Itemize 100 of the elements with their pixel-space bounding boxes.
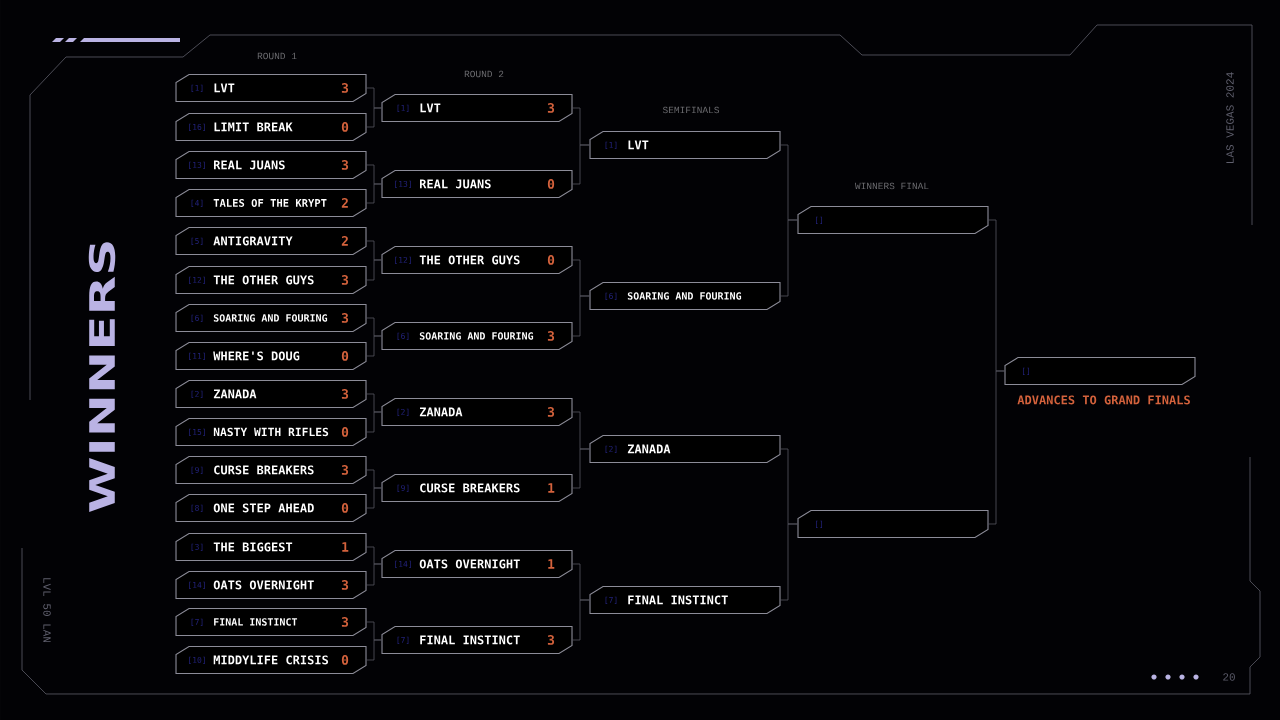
team-name: ONE STEP AHEAD: [213, 503, 314, 513]
bracket-connector: [571, 599, 591, 641]
seed-number: [10]: [189, 656, 205, 664]
page-number: 20: [1223, 673, 1235, 681]
seed-number: [15]: [189, 428, 205, 436]
seed-number: [1]: [605, 141, 617, 149]
team-name: TALES OF THE KRYPT: [213, 198, 327, 207]
team-name: SOARING AND FOURING: [419, 332, 534, 340]
round-heading: ROUND 2: [464, 70, 504, 78]
score: 1: [548, 483, 555, 493]
score: 3: [341, 160, 349, 170]
seed-number: [6]: [397, 332, 409, 340]
bracket-connector: [571, 448, 591, 489]
seed-number: [1]: [397, 104, 409, 112]
score: 3: [341, 580, 349, 590]
seed-number: [13]: [395, 180, 411, 188]
score: 3: [341, 617, 349, 627]
vertical-text: LAS VEGAS 2024: [1226, 72, 1234, 163]
bracket-connector: [365, 259, 383, 281]
team-name: LVT: [214, 83, 235, 93]
team-name: THE OTHER GUYS: [213, 275, 314, 285]
team-name: ZANADA: [213, 389, 257, 399]
seed-number: [2]: [397, 408, 409, 416]
score: 3: [547, 331, 555, 341]
seed-number: [8]: [191, 504, 203, 512]
team-name: SOARING AND FOURING: [213, 314, 328, 322]
team-name: CURSE BREAKERS: [420, 483, 520, 493]
score: 1: [548, 559, 555, 569]
round-heading: ROUND 1: [257, 52, 297, 60]
score: 3: [547, 103, 555, 113]
seed-number: []: [816, 520, 822, 528]
team-name: THE BIGGEST: [213, 542, 293, 552]
team-name: THE OTHER GUYS: [419, 255, 520, 265]
score: 2: [341, 236, 348, 246]
score: 3: [341, 275, 349, 285]
team-name: WHERE'S DOUG: [213, 351, 300, 361]
seed-number: []: [1023, 367, 1029, 375]
seed-number: [11]: [189, 352, 205, 360]
seed-number: [6]: [605, 292, 617, 300]
team-name: SOARING AND FOURING: [627, 292, 742, 300]
bracket-connector: [365, 639, 383, 661]
team-name: CURSE BREAKERS: [214, 465, 314, 475]
seed-number: [4]: [191, 199, 203, 207]
bracket-connector: [365, 411, 383, 433]
score: 3: [341, 83, 349, 93]
score: 0: [341, 122, 349, 132]
bracket-connector: [987, 370, 1006, 525]
score: 0: [341, 427, 349, 437]
score: 3: [547, 635, 555, 645]
seed-number: [12]: [189, 276, 205, 284]
seed-number: [13]: [189, 161, 205, 169]
score: 0: [341, 655, 349, 665]
seed-number: [2]: [191, 390, 203, 398]
team-name: FINAL INSTINCT: [420, 635, 520, 645]
score: 0: [547, 179, 555, 189]
score: 3: [547, 407, 555, 417]
bracket-connector: [779, 523, 799, 601]
bracket-connector: [365, 487, 383, 509]
bracket-connector: [571, 144, 591, 185]
bracket-connector: [571, 295, 591, 337]
seed-number: [12]: [395, 256, 411, 264]
team-name: REAL JUANS: [214, 160, 285, 170]
team-name: LVT: [420, 103, 441, 113]
bracket-connector: [365, 563, 383, 586]
score: 3: [341, 313, 349, 323]
team-name: REAL JUANS: [420, 179, 491, 189]
seed-number: [7]: [605, 596, 617, 604]
team-name: ZANADA: [627, 444, 671, 454]
team-name: LVT: [628, 140, 649, 150]
seed-number: [9]: [397, 484, 409, 492]
seed-number: [6]: [191, 314, 203, 322]
team-name: FINAL INSTINCT: [214, 618, 298, 626]
team-name: ZANADA: [419, 407, 463, 417]
bracket-connector: [365, 107, 383, 128]
seed-number: [16]: [189, 123, 205, 131]
bracket-connector: [365, 335, 383, 357]
score: 0: [547, 255, 555, 265]
seed-number: [1]: [191, 84, 203, 92]
round-heading: SEMIFINALS: [662, 106, 720, 114]
seed-number: []: [816, 216, 822, 224]
team-name: OATS OVERNIGHT: [213, 580, 314, 590]
score: 2: [341, 198, 348, 208]
seed-number: [7]: [191, 618, 203, 626]
seed-number: [7]: [397, 636, 409, 644]
score: 0: [341, 351, 349, 361]
score: 3: [341, 389, 349, 399]
score: 1: [342, 542, 349, 552]
seed-number: [3]: [191, 543, 203, 551]
team-name: MIDDYLIFE CRISIS: [213, 655, 329, 665]
seed-number: [5]: [191, 237, 203, 245]
seed-number: [2]: [605, 445, 617, 453]
bracket-connector: [779, 219, 799, 297]
node-label: ADVANCES TO GRAND FINALS: [1017, 395, 1190, 405]
seed-number: [9]: [191, 466, 203, 474]
team-name: ANTIGRAVITY: [213, 236, 293, 246]
score: 0: [341, 503, 349, 513]
bracket-connector: [365, 183, 383, 204]
team-name: FINAL INSTINCT: [628, 595, 728, 605]
round-heading: WINNERS FINAL: [854, 182, 929, 190]
seed-number: [14]: [189, 581, 205, 589]
